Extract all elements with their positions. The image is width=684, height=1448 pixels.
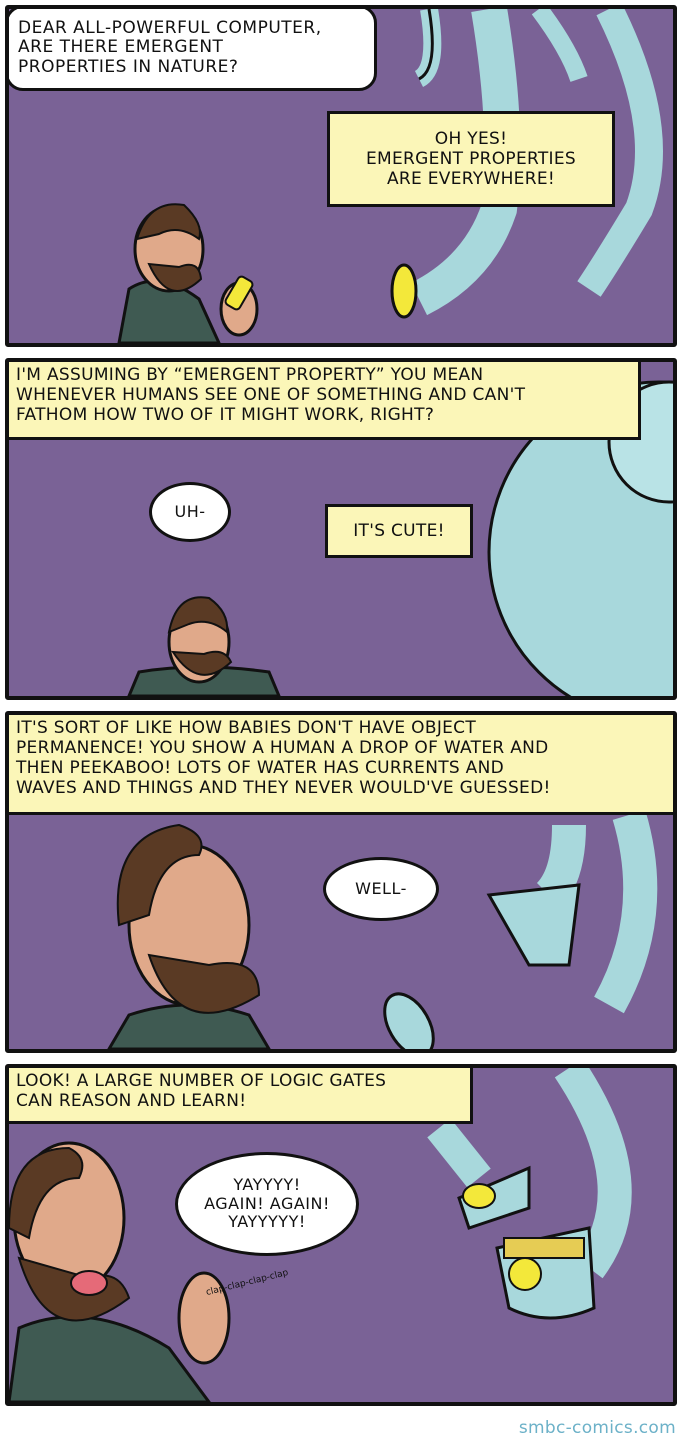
speech-bubble-human: UH- xyxy=(149,482,231,542)
site-credit: smbc-comics.com xyxy=(518,1418,676,1438)
caption-box: IT'S SORT OF LIKE HOW BABIES DON'T HAVE … xyxy=(9,715,673,815)
bearded-man xyxy=(127,596,281,696)
panel-2-art xyxy=(127,380,673,696)
bearded-man xyxy=(107,823,271,1049)
speech-box-computer: OH YES! EMERGENT PROPERTIES ARE EVERYWHE… xyxy=(327,111,615,207)
panel-3-art xyxy=(107,810,658,1049)
laughing-man xyxy=(9,1141,231,1402)
speech-bubble-human: WELL- xyxy=(323,857,439,921)
comic-panel-2: I'M ASSUMING BY “EMERGENT PROPERTY” YOU … xyxy=(5,358,677,700)
caption-box: LOOK! A LARGE NUMBER OF LOGIC GATES CAN … xyxy=(9,1068,473,1124)
comic-panel-3: IT'S SORT OF LIKE HOW BABIES DON'T HAVE … xyxy=(5,711,677,1053)
robot-arm xyxy=(427,1068,632,1320)
comic-panel-4: LOOK! A LARGE NUMBER OF LOGIC GATES CAN … xyxy=(5,1064,677,1406)
bearded-man xyxy=(117,203,259,343)
speech-bubble-human: YAYYYY! AGAIN! AGAIN! YAYYYYY! xyxy=(175,1152,359,1256)
robot-arm xyxy=(383,810,658,1049)
speech-box-computer: IT'S CUTE! xyxy=(325,504,473,558)
comic-panel-1: DEAR ALL-POWERFUL COMPUTER, ARE THERE EM… xyxy=(5,5,677,347)
caption-box: I'M ASSUMING BY “EMERGENT PROPERTY” YOU … xyxy=(9,362,641,440)
speech-bubble-human: DEAR ALL-POWERFUL COMPUTER, ARE THERE EM… xyxy=(9,9,377,91)
robot-eye xyxy=(508,1257,542,1291)
panel-4-art xyxy=(9,1068,632,1402)
robot-eye xyxy=(390,263,418,319)
